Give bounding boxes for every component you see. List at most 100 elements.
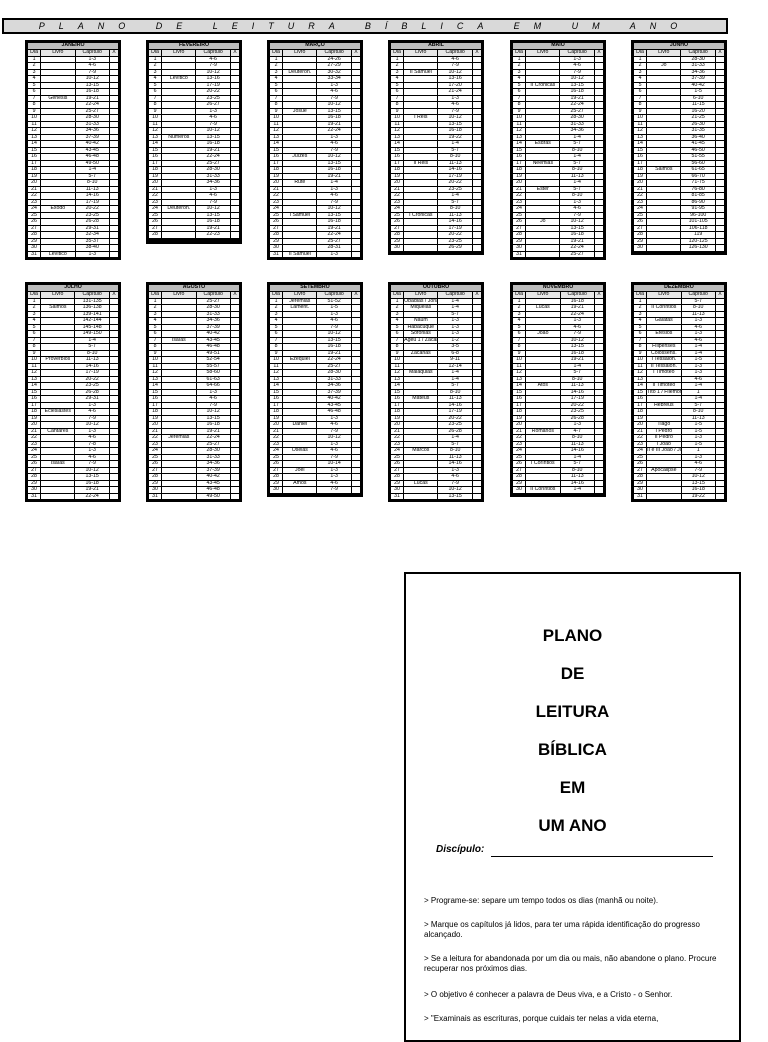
read-checkbox-cell[interactable] xyxy=(350,107,362,115)
read-checkbox-cell[interactable] xyxy=(108,250,120,258)
read-checkbox-cell[interactable] xyxy=(350,94,362,102)
read-checkbox-cell[interactable] xyxy=(229,88,241,96)
read-checkbox-cell[interactable] xyxy=(714,75,726,83)
read-checkbox-cell[interactable] xyxy=(108,101,120,109)
month-name: NOVEMBRO xyxy=(512,284,604,292)
read-checkbox-cell[interactable] xyxy=(108,114,120,122)
read-checkbox-cell[interactable] xyxy=(229,492,241,500)
read-checkbox-cell[interactable] xyxy=(471,250,483,253)
read-checkbox-cell[interactable] xyxy=(108,75,120,83)
read-checkbox-cell[interactable] xyxy=(229,68,241,76)
read-checkbox-cell[interactable] xyxy=(471,101,483,109)
read-checkbox-cell[interactable] xyxy=(593,81,605,89)
read-checkbox-cell[interactable] xyxy=(714,101,726,109)
read-checkbox-cell[interactable] xyxy=(108,88,120,96)
read-checkbox-cell[interactable] xyxy=(593,101,605,109)
read-checkbox-cell[interactable] xyxy=(714,94,726,102)
read-checkbox-cell[interactable] xyxy=(350,101,362,109)
read-checkbox-cell[interactable] xyxy=(593,114,605,122)
discipulo-name-line[interactable] xyxy=(491,856,713,857)
read-checkbox-cell[interactable] xyxy=(229,107,241,115)
read-checkbox-cell[interactable] xyxy=(593,492,605,495)
read-checkbox-cell[interactable] xyxy=(229,239,241,242)
read-checkbox-cell[interactable] xyxy=(350,120,362,128)
read-checkbox-cell[interactable] xyxy=(471,88,483,96)
read-checkbox-cell[interactable] xyxy=(471,120,483,128)
read-checkbox-cell[interactable] xyxy=(471,68,483,76)
read-checkbox-cell[interactable] xyxy=(593,120,605,128)
read-checkbox-cell[interactable] xyxy=(108,62,120,70)
read-checkbox-cell[interactable] xyxy=(593,88,605,96)
read-checkbox-cell[interactable] xyxy=(108,107,120,115)
read-checkbox-cell[interactable] xyxy=(108,68,120,76)
month-name: MAIO xyxy=(512,42,604,50)
read-checkbox-cell[interactable] xyxy=(108,120,120,128)
read-checkbox-cell[interactable] xyxy=(350,68,362,76)
read-checkbox-cell[interactable] xyxy=(593,75,605,83)
read-checkbox-cell[interactable] xyxy=(714,88,726,96)
read-checkbox-cell[interactable] xyxy=(229,114,241,122)
read-checkbox-cell[interactable] xyxy=(350,492,362,495)
read-checkbox-cell[interactable] xyxy=(108,81,120,89)
read-checkbox-cell[interactable] xyxy=(593,250,605,258)
read-checkbox-cell[interactable] xyxy=(593,107,605,115)
read-checkbox-cell[interactable] xyxy=(714,68,726,76)
read-checkbox-cell[interactable] xyxy=(229,81,241,89)
read-checkbox-cell[interactable] xyxy=(593,94,605,102)
read-checkbox-cell[interactable] xyxy=(593,68,605,76)
read-checkbox-cell[interactable] xyxy=(714,62,726,70)
read-checkbox-cell[interactable] xyxy=(714,114,726,122)
read-checkbox-cell[interactable] xyxy=(471,107,483,115)
table-row xyxy=(511,492,605,495)
read-checkbox-cell[interactable] xyxy=(229,101,241,109)
discipulo-label: Discípulo: xyxy=(436,844,485,855)
read-checkbox-cell[interactable] xyxy=(714,250,726,253)
read-checkbox-cell[interactable] xyxy=(714,81,726,89)
cover-line-3: LEITURA xyxy=(535,702,610,721)
read-checkbox-cell[interactable] xyxy=(350,62,362,70)
chapters-cell: 49-50 xyxy=(195,492,231,500)
read-checkbox-cell[interactable] xyxy=(108,492,120,500)
read-checkbox-cell[interactable] xyxy=(350,75,362,83)
read-checkbox-cell[interactable] xyxy=(350,114,362,122)
read-checkbox-cell[interactable] xyxy=(108,94,120,102)
read-checkbox-cell[interactable] xyxy=(471,81,483,89)
read-checkbox-cell[interactable] xyxy=(350,250,362,258)
read-checkbox-cell[interactable] xyxy=(229,94,241,102)
read-checkbox-cell[interactable] xyxy=(471,114,483,122)
read-checkbox-cell[interactable] xyxy=(350,81,362,89)
read-checkbox-cell[interactable] xyxy=(229,120,241,128)
book-cell: Apocalipse xyxy=(646,466,682,474)
read-checkbox-cell[interactable] xyxy=(471,62,483,70)
read-checkbox-cell[interactable] xyxy=(350,88,362,96)
chapters-cell: 1-3 xyxy=(316,250,352,258)
read-checkbox-cell[interactable] xyxy=(471,94,483,102)
read-checkbox-cell[interactable] xyxy=(229,62,241,70)
read-checkbox-cell[interactable] xyxy=(471,492,483,500)
read-checkbox-cell[interactable] xyxy=(714,492,726,500)
read-checkbox-cell[interactable] xyxy=(471,75,483,83)
read-checkbox-cell[interactable] xyxy=(593,62,605,70)
tip-2: > Marque os capítulos já lidos, para ter… xyxy=(424,920,700,939)
chapters-cell: 13-15 xyxy=(437,492,473,500)
book-cell xyxy=(161,114,197,122)
read-checkbox-cell[interactable] xyxy=(714,107,726,115)
read-checkbox-cell[interactable] xyxy=(714,120,726,128)
read-checkbox-cell[interactable] xyxy=(229,75,241,83)
